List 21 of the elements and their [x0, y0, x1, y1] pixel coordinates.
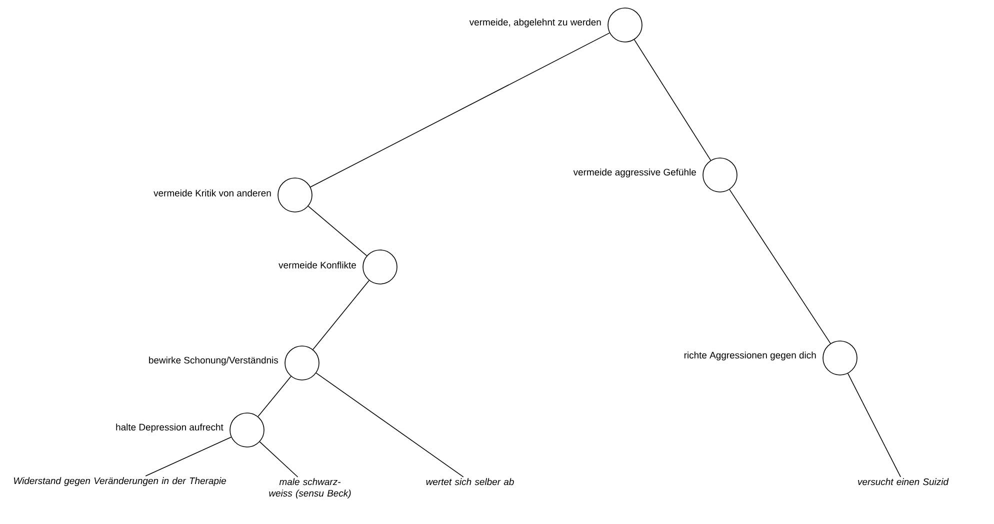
connector-line	[848, 373, 902, 478]
connector-line	[312, 280, 370, 350]
connector-line	[634, 39, 712, 161]
connector-line	[258, 376, 292, 417]
italic-label: versucht einen Suizid	[858, 478, 949, 486]
node-caption: richte Aggressionen gegen dich	[684, 352, 816, 360]
italic-label: male schwarz- weiss (sensu Beck)	[269, 478, 351, 498]
node-caption: vermeide, abgelehnt zu werden	[469, 18, 601, 28]
node-caption: bewirke Schonung/Verständnis	[149, 356, 278, 366]
node-caption: vermeide Konflikte	[278, 262, 356, 268]
italic-label: wertet sich selber ab	[426, 478, 514, 486]
connector-line	[729, 189, 831, 344]
node-caption: vermeide aggressive Gefühle	[573, 168, 696, 178]
node-caption: halte Depression aufrecht	[116, 424, 224, 432]
italic-label: Widerstand gegen Veränderungen in der Therapie	[14, 477, 226, 486]
connector-line	[310, 32, 610, 188]
connector-line	[145, 436, 232, 476]
connector-line	[259, 441, 298, 478]
connector-line	[308, 206, 368, 256]
connector-line	[316, 372, 464, 478]
node-caption: vermeide Kritik von anderen	[154, 190, 271, 196]
